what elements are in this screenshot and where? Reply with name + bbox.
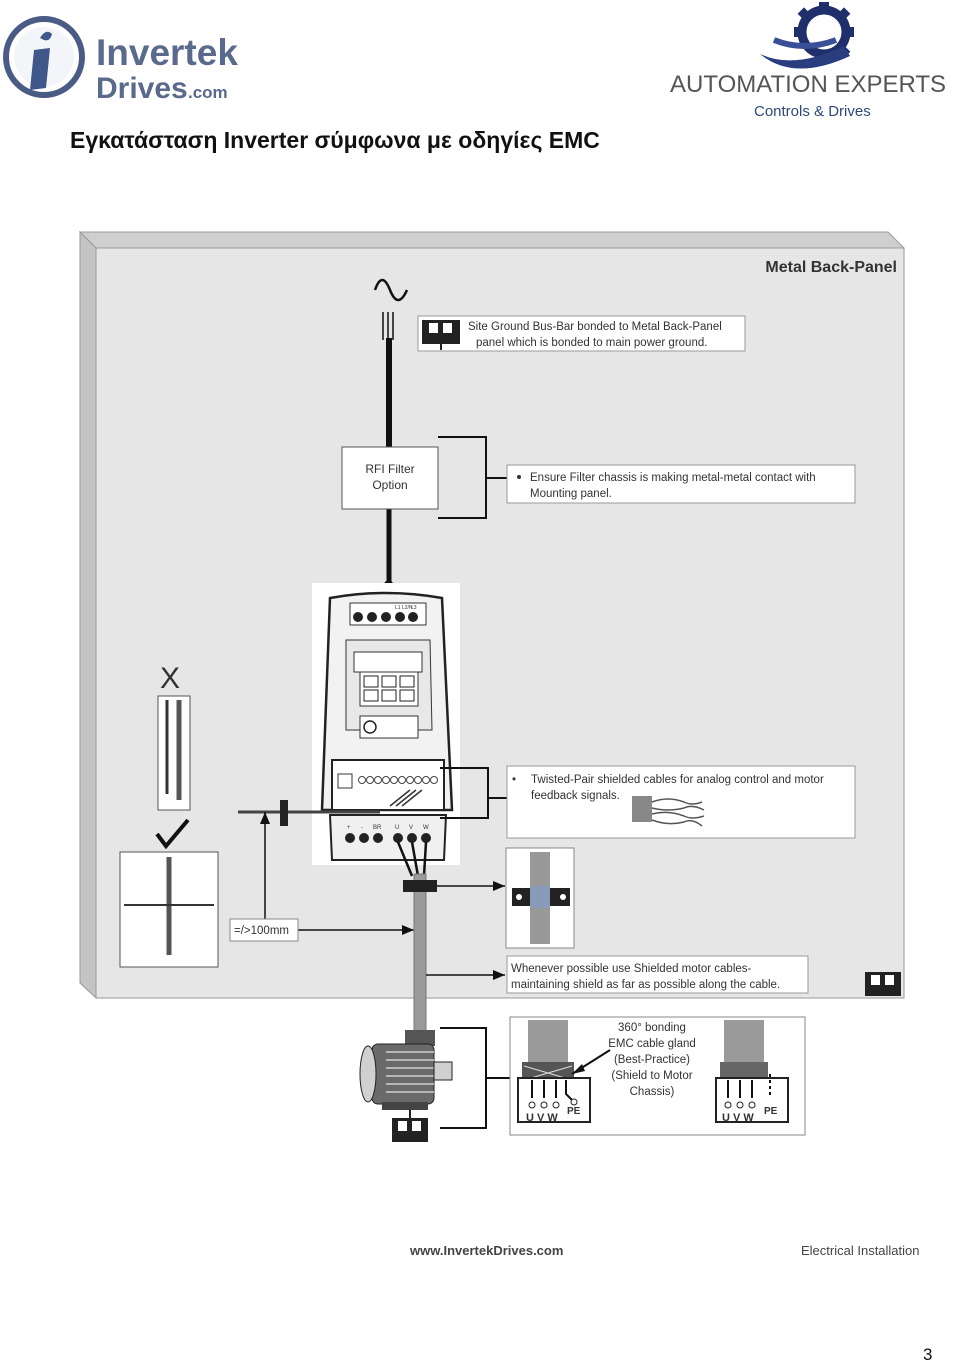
metal-back-panel [78,230,906,1000]
gland-note-line4: (Shield to Motor [611,1070,692,1082]
ac-sine-icon [373,278,409,302]
invertek-drives-logo: Invertek Drives .com [3,16,238,105]
rfi-filter-label-line1: RFI Filter [365,462,414,476]
filter-note-line2: Mounting panel. [530,488,612,500]
gland-uvw-label-right: U V W [722,1112,754,1124]
filter-bracket [438,436,507,519]
distance-label: =/>100mm [234,925,289,937]
gland-note-line1: 360° bonding [618,1022,686,1034]
drive-terminal-l2n: L2/N [402,605,413,611]
footer-section: Electrical Installation [801,1243,920,1258]
distance-box [229,918,299,942]
twisted-pair-bracket [440,767,507,819]
cable-clamp-detail [505,847,575,949]
motor-bracket [440,1027,510,1129]
motor-cable-note-line1: Whenever possible use Shielded motor cab… [511,963,752,975]
motor-icon [359,1030,453,1142]
motor-cable-note-line2: maintaining shield as far as possible al… [511,979,780,991]
rfi-filter-box [341,446,439,510]
page-number: 3 [923,1345,933,1364]
logo-drives-text: Drives [96,72,188,105]
control-cable [238,800,414,935]
drive-terminal-l3: L3 [411,605,417,611]
twisted-note-bullet: • [512,774,516,786]
wrong-mark: X [160,662,180,695]
gland-note-line2: EMC cable gland [608,1038,696,1050]
filter-note-box [506,464,856,504]
logo-invertek-text: Invertek [96,32,238,73]
gland-pe-label-right: PE [764,1106,778,1117]
twisted-note-line2: feedback signals. [531,790,620,802]
gland-pe-label-left: PE [567,1106,581,1117]
motor-cable [396,841,505,1035]
cable-gland-detail [509,1016,806,1136]
drive-terminal-minus: - [361,825,363,831]
filter-note-line1: Ensure Filter chassis is making metal-me… [530,472,816,484]
twisted-note-line1: Twisted-Pair shielded cables for analog … [531,774,824,786]
inverter-drive: L1 L2/N L3 + - BR U V W [312,583,460,865]
panel-ground-icon [865,972,901,996]
ground-note-line2: panel which is bonded to main power grou… [476,337,707,349]
logo-automation-experts-text: AUTOMATION EXPERTS [670,71,946,98]
gland-note-line3: (Best-Practice) [614,1054,690,1066]
ground-bus-note [417,315,746,352]
motor-cable-note-box [506,955,809,994]
crossing-cables-right-example [119,851,219,968]
drive-terminal-u: U [395,825,399,831]
rfi-filter-label-line2: Option [372,478,407,492]
parallel-cables-wrong-example [157,695,191,811]
checkmark-icon [155,818,190,850]
footer-url: www.InvertekDrives.com [410,1243,564,1258]
automation-experts-logo: AUTOMATION EXPERTS Controls & Drives [670,2,946,120]
twisted-pair-note-box [506,765,856,839]
drive-terminal-v: V [409,825,413,831]
ground-note-line1: Site Ground Bus-Bar bonded to Metal Back… [468,321,722,333]
drive-terminal-br: BR [373,825,382,831]
page-title: Εγκατάσταση Inverter σύμφωνα με οδηγίες … [70,127,600,153]
drive-terminal-w: W [423,825,429,831]
panel-label: Metal Back-Panel [765,259,897,276]
gland-note-line5: Chassis) [630,1086,675,1098]
drive-terminal-l1: L1 [395,605,401,611]
drive-terminal-plus: + [347,825,351,831]
logo-suffix-text: .com [188,83,228,102]
twisted-pair-cable-icon [632,796,705,827]
gland-uvw-label-left: U V W [526,1112,558,1124]
logo-controls-drives-text: Controls & Drives [754,103,871,120]
